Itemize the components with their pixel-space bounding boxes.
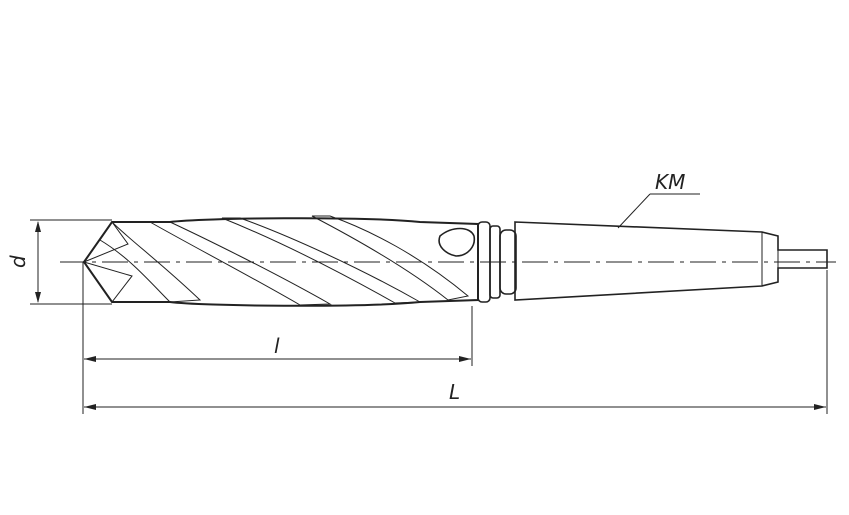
diameter-label: d (6, 255, 30, 268)
taper-leader (617, 193, 700, 229)
flute-length-dimension (84, 356, 471, 362)
taper-shank (514, 221, 828, 301)
flute-length-label: l (274, 334, 280, 358)
overall-length-dimension (84, 404, 826, 410)
diameter-dimension (30, 219, 112, 305)
overall-length-label: L (449, 380, 460, 404)
fluted-body (82, 215, 479, 307)
taper-label: KM (655, 170, 685, 194)
